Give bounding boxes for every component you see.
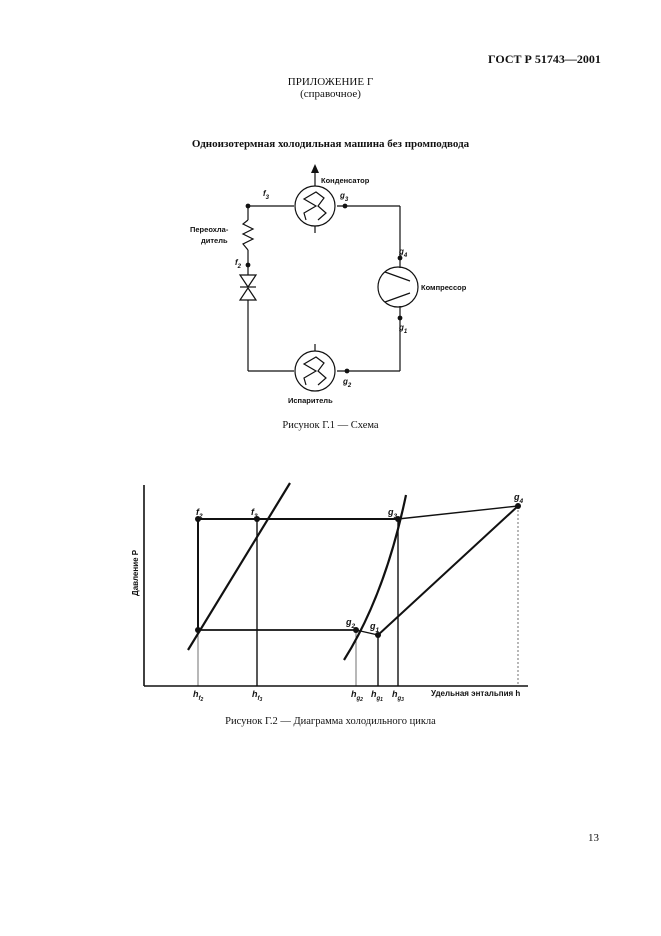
subcooler-label-2: дитель (201, 236, 228, 245)
tick-hg2: hg2 (351, 689, 363, 703)
condenser-coil (302, 191, 327, 221)
point-g1 (375, 632, 381, 638)
node-g3 (342, 203, 348, 209)
plabel-g2: g2 (345, 617, 356, 630)
caption-figure-2: Рисунок Г.2 — Диаграмма холодильного цик… (225, 716, 436, 727)
plabel-f3: f3 (251, 507, 258, 520)
label-g2: g2 (342, 377, 352, 389)
point-f3 (254, 516, 260, 522)
node-g2 (344, 368, 350, 374)
tick-hf3: hf3 (252, 689, 263, 703)
condenser-label: Конденсатор (321, 176, 370, 185)
caption-figure-1: Рисунок Г.1 — Схема (282, 420, 379, 431)
tick-hg3: hg3 (392, 689, 404, 703)
label-f2: f2 (235, 258, 242, 270)
figure-title: Одноизотермная холодильная машина без пр… (191, 138, 470, 150)
label-g3: g3 (339, 191, 349, 203)
y-axis-label: Давление P (131, 549, 140, 596)
point-g4 (515, 503, 521, 509)
plabel-g4: g4 (513, 492, 524, 505)
node-f2 (245, 262, 251, 268)
condenser-arrow-icon (311, 164, 319, 173)
tick-hg1: hg1 (371, 689, 383, 703)
plabel-g1: g1 (369, 621, 380, 634)
valve-lower (238, 286, 258, 301)
cycle-g2-g1 (355, 629, 379, 636)
point-f2 (195, 516, 201, 522)
label-g1: g1 (398, 323, 408, 335)
node-f3 (245, 203, 251, 209)
standard-number: ГОСТ Р 51743—2001 (488, 52, 601, 66)
tick-hf2: hf2 (193, 689, 204, 703)
point-g3 (395, 516, 401, 522)
compressor-label: Компрессор (421, 283, 467, 292)
evaporator-coil (302, 356, 327, 386)
cycle-g3-g4 (397, 505, 519, 520)
point-g2 (353, 627, 359, 633)
appendix-subtitle: (справочное) (300, 88, 361, 100)
liquid-saturation-curve (187, 482, 291, 651)
valve-upper (238, 274, 258, 289)
label-f3: f3 (263, 189, 270, 201)
evaporator-label: Испаритель (288, 396, 333, 405)
node-g4 (397, 255, 403, 261)
compressor-circle (377, 266, 419, 308)
subcooler-label-1: Переохла- (190, 225, 229, 234)
label-g4: g4 (398, 247, 408, 259)
point-f2-low (195, 627, 201, 633)
scheme-figure: f3 g3 f2 g4 g1 g2 Конденсатор Компрессор… (190, 164, 467, 405)
subcooler-coil (241, 219, 255, 251)
node-g1 (397, 315, 403, 321)
plabel-g3: g3 (387, 507, 398, 520)
appendix-heading: ПРИЛОЖЕНИЕ Г (справочное) (0, 76, 661, 100)
cycle-diagram: f2 f3 g3 g4 g2 g1 hf2 hf3 hg2 hg1 hg3 Уд… (131, 482, 528, 703)
compressor-blade-bottom (384, 292, 411, 303)
page-number: 13 (588, 832, 599, 844)
appendix-title: ПРИЛОЖЕНИЕ Г (287, 76, 374, 88)
cycle-compression (377, 505, 519, 636)
x-axis-label: Удельная энтальпия h (431, 689, 520, 698)
plabel-f2: f2 (196, 507, 203, 520)
compressor-blade-top (384, 271, 411, 282)
